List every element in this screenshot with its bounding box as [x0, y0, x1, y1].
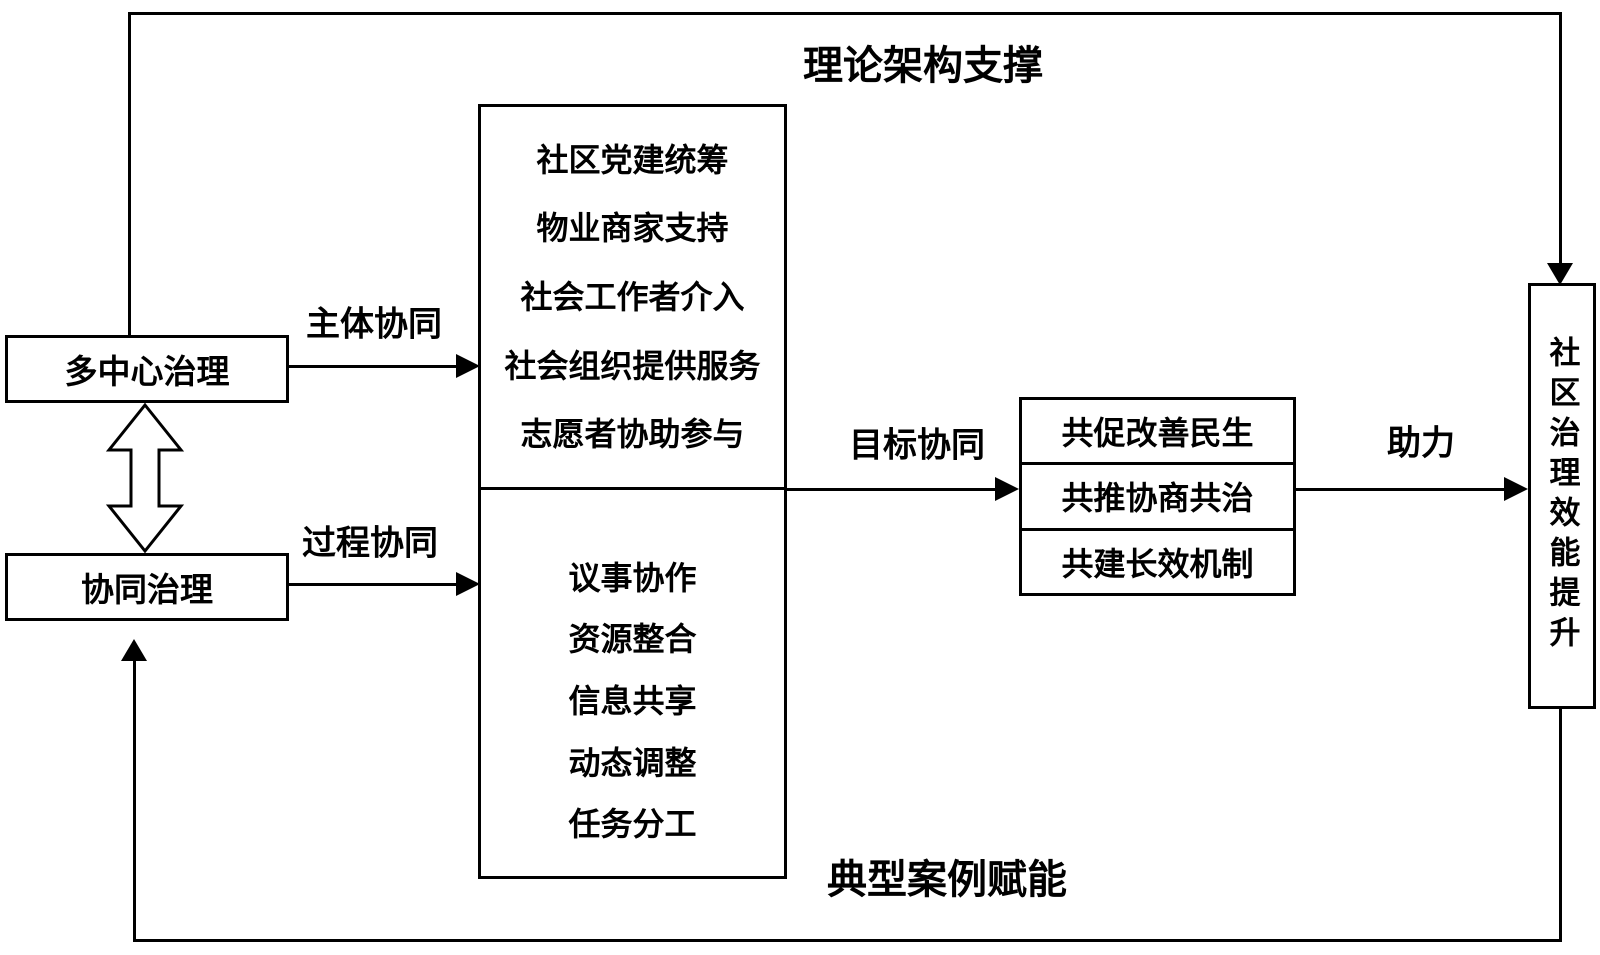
- actors-process-box: 社区党建统筹 物业商家支持 社会工作者介入 社会组织提供服务 志愿者协助参与 议…: [478, 104, 787, 879]
- process-synergy-line: [287, 583, 458, 586]
- arrow-right-icon: [995, 477, 1019, 501]
- assist-label: 助力: [1387, 424, 1455, 463]
- process-item: 资源整合: [568, 621, 697, 658]
- process-section: 议事协作 资源整合 信息共享 动态调整 任务分工: [481, 490, 784, 876]
- arrow-right-icon: [456, 572, 480, 596]
- top-loop-left-vertical-line: [128, 12, 131, 337]
- assist-line: [1294, 488, 1506, 491]
- goals-box: 共促改善民生 共推协商共治 共建长效机制: [1019, 397, 1296, 596]
- bottom-loop-horizontal-line: [133, 939, 1562, 942]
- goal-row: 共促改善民生: [1061, 415, 1254, 452]
- goal-row: 共推协商共治: [1022, 462, 1293, 527]
- goal-synergy-line: [785, 488, 997, 491]
- goal-synergy-label: 目标协同: [849, 426, 985, 465]
- actor-item: 社会组织提供服务: [504, 347, 761, 384]
- goal-row: 共建长效机制: [1022, 527, 1293, 593]
- process-item: 议事协作: [568, 559, 697, 596]
- bottom-loop-right-vertical-line: [1559, 708, 1562, 942]
- arrow-right-icon: [1504, 477, 1528, 501]
- actor-item: 社会工作者介入: [520, 278, 745, 315]
- bottom-loop-left-vertical-line: [133, 659, 136, 942]
- process-item: 动态调整: [568, 744, 697, 781]
- actors-section: 社区党建统筹 物业商家支持 社会工作者介入 社会组织提供服务 志愿者协助参与: [481, 107, 784, 490]
- case-empowerment-label: 典型案例赋能: [827, 858, 1067, 902]
- subject-synergy-label: 主体协同: [306, 305, 442, 344]
- actor-item: 物业商家支持: [536, 210, 729, 247]
- collaborative-governance-label: 协同治理: [81, 571, 213, 608]
- arrow-right-icon: [456, 354, 480, 378]
- theory-support-label: 理论架构支撑: [803, 44, 1043, 88]
- process-item: 信息共享: [568, 682, 697, 719]
- subject-synergy-line: [287, 365, 458, 368]
- polycentric-governance-box: 多中心治理: [5, 335, 289, 403]
- arrow-up-icon: [121, 639, 147, 661]
- arrow-down-icon: [1547, 263, 1573, 285]
- outcome-box: 社区治理效能提升: [1528, 283, 1596, 709]
- outcome-label: 社区治理效能提升: [1544, 336, 1580, 656]
- process-synergy-label: 过程协同: [302, 524, 438, 563]
- process-item: 任务分工: [568, 806, 697, 843]
- actor-item: 志愿者协助参与: [520, 416, 745, 453]
- collaborative-governance-box: 协同治理: [5, 553, 289, 621]
- polycentric-governance-label: 多中心治理: [64, 353, 230, 390]
- top-loop-right-vertical-line: [1559, 12, 1562, 265]
- top-loop-horizontal-line: [128, 12, 1562, 15]
- bidirectional-arrow-icon: [100, 402, 190, 554]
- actor-item: 社区党建统筹: [536, 141, 729, 178]
